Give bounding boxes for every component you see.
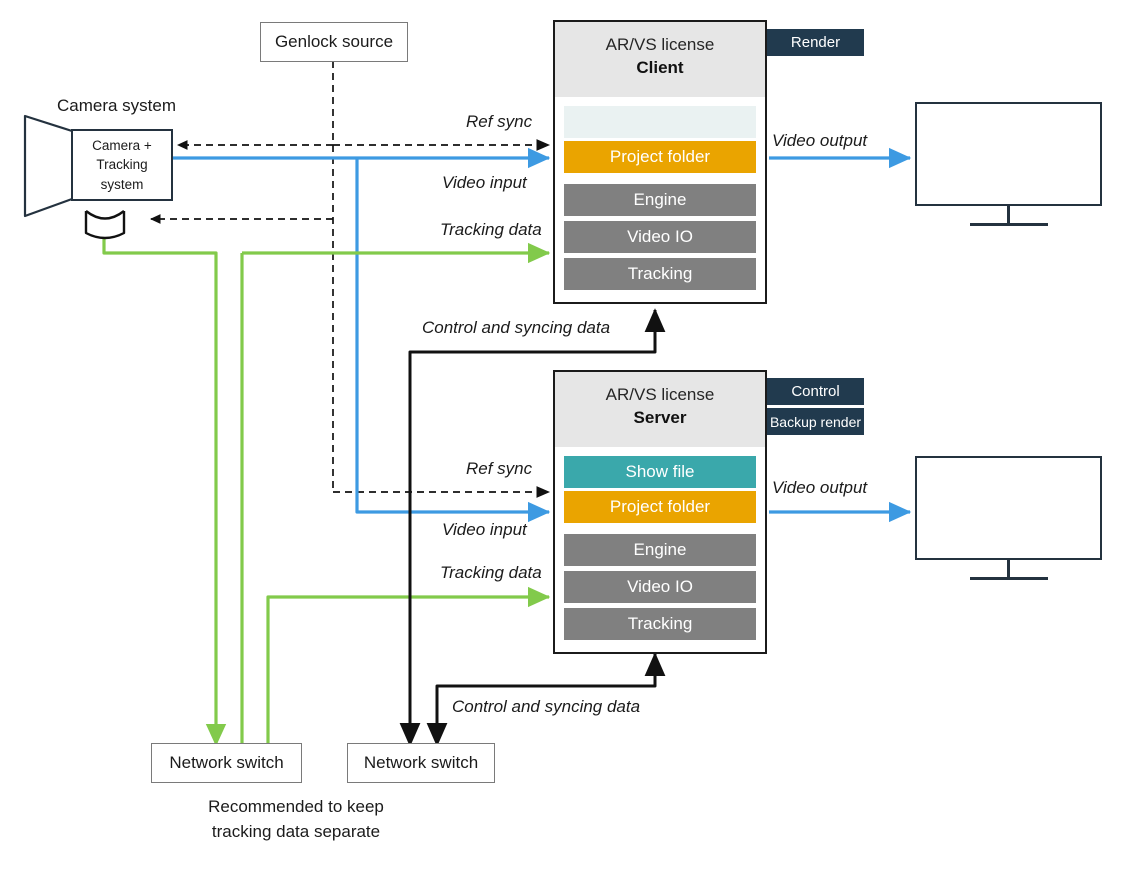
network-switch-left-label: Network switch [169,753,284,772]
server-badge-backup-render-label: Backup render [769,413,862,430]
server-monitor-base [970,577,1048,580]
wire-video-input-server [355,158,551,523]
server-header: AR/VS license Server [555,372,765,447]
genlock-source-label: Genlock source [274,32,394,51]
label-video-input-server: Video input [442,520,527,539]
client-slot-empty [564,106,756,138]
server-license-label: AR/VS license [605,385,715,404]
client-slot-project-folder-label: Project folder [609,147,711,166]
wire-tracking-server [266,586,551,745]
camera-system-label: Camera system [57,96,177,115]
server-slot-engine-label: Engine [633,540,687,559]
label-tracking-data-client: Tracking data [440,220,542,239]
caption-line-1: Recommended to keep [208,797,384,816]
camera-lens-icon [23,114,73,218]
network-switch-right-box: Network switch [347,743,495,783]
client-machine-box: AR/VS license Client Project folder Engi… [553,20,767,304]
server-machine-box: AR/VS license Server Show file Project f… [553,370,767,654]
client-license-label: AR/VS license [605,35,715,54]
label-video-input-client: Video input [442,173,527,192]
server-slot-project-folder-label: Project folder [609,497,711,516]
server-slot-show-file-label: Show file [625,462,695,481]
client-badge-render-label: Render [790,34,841,51]
server-slot-video-io-label: Video IO [627,577,693,596]
server-slot-tracking: Tracking [564,608,756,640]
camera-box-line-3: system [100,176,144,192]
label-tracking-data-server: Tracking data [440,563,542,582]
client-monitor-screen [915,102,1102,206]
server-badge-control: Control [767,378,864,405]
client-slot-engine-label: Engine [633,190,687,209]
client-header: AR/VS license Client [555,22,765,97]
tracking-separate-caption: Recommended to keep tracking data separa… [131,795,461,844]
server-role-label: Server [633,408,687,427]
network-switch-right-label: Network switch [363,753,479,772]
label-video-output-client: Video output [772,131,868,150]
label-ref-sync-client: Ref sync [466,112,533,131]
server-monitor-screen [915,456,1102,560]
client-slot-project-folder: Project folder [564,141,756,173]
camera-tracking-system-box: Camera + Tracking system [71,129,173,201]
client-badge-render: Render [767,29,864,56]
client-slot-engine: Engine [564,184,756,216]
camera-box-line-2: Tracking [96,157,148,173]
client-monitor-base [970,223,1048,226]
client-monitor-neck [1007,206,1010,225]
client-slot-tracking: Tracking [564,258,756,290]
server-monitor-neck [1007,560,1010,579]
label-video-output-server: Video output [772,478,868,497]
caption-line-2: tracking data separate [211,821,381,841]
label-ref-sync-server: Ref sync [466,459,533,478]
label-control-sync-client: Control and syncing data [422,318,611,337]
server-slot-tracking-label: Tracking [627,614,693,633]
network-switch-left-box: Network switch [151,743,302,783]
client-slot-video-io: Video IO [564,221,756,253]
server-slot-video-io: Video IO [564,571,756,603]
server-slot-engine: Engine [564,534,756,566]
client-slot-tracking-label: Tracking [627,264,693,283]
label-control-sync-server: Control and syncing data [452,697,641,716]
server-slot-show-file: Show file [564,456,756,488]
tracking-puck-top-icon [85,210,125,220]
client-slot-video-io-label: Video IO [627,227,693,246]
server-badge-control-label: Control [791,383,840,400]
server-badge-backup-render: Backup render [767,408,864,435]
wire-tracking-puck-down [102,225,227,747]
genlock-source-box: Genlock source [260,22,408,62]
client-role-label: Client [636,58,684,77]
server-slot-project-folder: Project folder [564,491,756,523]
camera-box-line-1: Camera + [92,137,152,153]
